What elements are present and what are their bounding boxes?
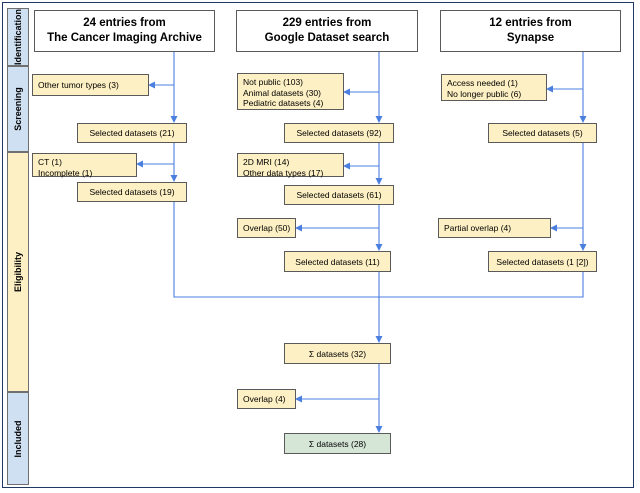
excluded-item: Animal datasets (30)	[243, 87, 321, 98]
tcia-excluded-screening: Other tumor types (3)	[32, 74, 149, 96]
final-sum: Σ datasets (28)	[284, 433, 391, 454]
source-synapse-line1: 12 entries from	[489, 17, 572, 29]
synapse-selected-screening: Selected datasets (5)	[488, 123, 597, 143]
excluded-item: Incomplete (1)	[38, 167, 93, 178]
excluded-item: Partial overlap (4)	[444, 222, 512, 233]
synapse-excluded-overlap: Partial overlap (4)	[438, 218, 551, 238]
google-excluded-screening: Not public (103) Animal datasets (30) Pe…	[237, 73, 344, 110]
source-tcia: 24 entries from The Cancer Imaging Archi…	[34, 10, 215, 52]
excluded-item: Access needed (1)	[447, 78, 518, 88]
google-excluded-eligibility: 2D MRI (14) Other data types (17)	[237, 153, 344, 178]
excluded-item: Other tumor types (3)	[38, 79, 119, 90]
source-synapse-line2: Synapse	[506, 32, 555, 44]
excluded-item: No longer public (6)	[447, 88, 522, 99]
source-synapse: 12 entries from Synapse	[440, 10, 621, 52]
google-selected-eligibility: Selected datasets (61)	[284, 185, 394, 205]
excluded-item: Not public (103)	[243, 77, 304, 87]
selected-label: Selected datasets (1 [2])	[496, 256, 589, 267]
merged-excluded-overlap: Overlap (4)	[237, 389, 296, 409]
phase-included: Included	[7, 392, 29, 485]
source-google-line2: Google Dataset search	[264, 32, 390, 44]
source-google: 229 entries from Google Dataset search	[236, 10, 418, 52]
final-label: Σ datasets (28)	[308, 438, 367, 449]
selected-label: Selected datasets (19)	[89, 187, 175, 197]
phase-screening: Screening	[7, 66, 29, 152]
excluded-item: CT (1)	[38, 157, 62, 167]
excluded-item: 2D MRI (14)	[243, 157, 290, 167]
selected-label: Selected datasets (61)	[296, 190, 382, 200]
sum-label: Σ datasets (32)	[308, 348, 367, 359]
synapse-excluded-screening: Access needed (1) No longer public (6)	[441, 74, 547, 101]
selected-label: Selected datasets (92)	[296, 128, 382, 138]
source-tcia-line1: 24 entries from	[83, 17, 166, 29]
tcia-excluded-eligibility: CT (1) Incomplete (1)	[32, 153, 137, 178]
google-excluded-overlap: Overlap (50)	[237, 218, 296, 238]
selected-label: Selected datasets (5)	[502, 128, 583, 138]
phase-eligibility: Eligibility	[7, 152, 29, 392]
phase-identification: Identification	[7, 8, 29, 66]
selected-label: Selected datasets (11)	[295, 256, 380, 267]
excluded-item: Pediatric datasets (4)	[243, 98, 324, 108]
excluded-item: Overlap (4)	[243, 393, 286, 404]
source-google-line1: 229 entries from	[282, 17, 372, 29]
excluded-item: Other data types (17)	[243, 167, 324, 178]
synapse-selected-final: Selected datasets (1 [2])	[488, 251, 597, 272]
tcia-selected-screening: Selected datasets (21)	[77, 123, 187, 143]
google-selected-final: Selected datasets (11)	[284, 251, 391, 272]
source-tcia-line2: The Cancer Imaging Archive	[47, 32, 202, 44]
google-selected-screening: Selected datasets (92)	[284, 123, 394, 143]
excluded-item: Overlap (50)	[243, 222, 291, 233]
diagram-frame	[2, 2, 634, 488]
selected-label: Selected datasets (21)	[89, 128, 175, 138]
tcia-selected-eligibility: Selected datasets (19)	[77, 182, 187, 202]
merged-sum: Σ datasets (32)	[284, 343, 391, 364]
